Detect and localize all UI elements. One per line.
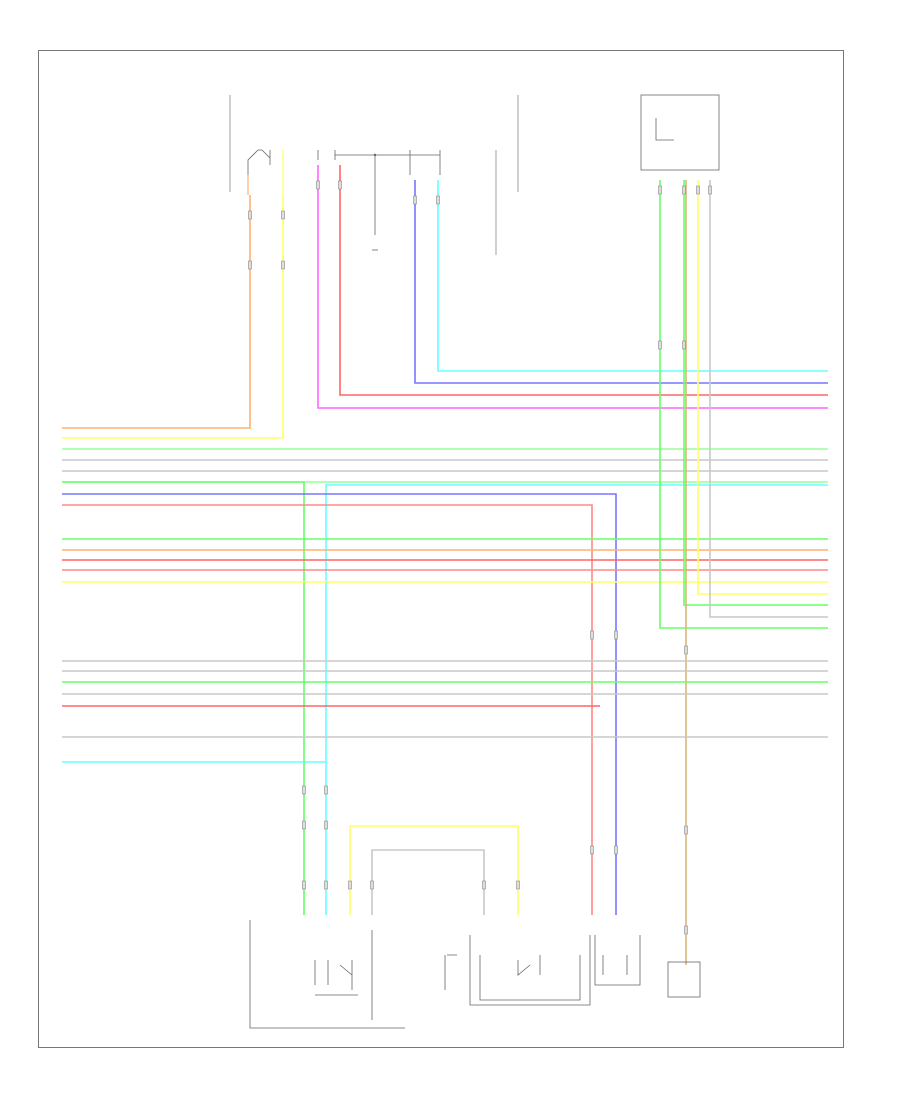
wire-connector-21 bbox=[590, 845, 594, 855]
wire-grey-right bbox=[709, 180, 828, 618]
wire-connector-27 bbox=[324, 820, 328, 830]
wire-connector-18 bbox=[348, 880, 352, 890]
wire-grey-bottom bbox=[371, 849, 485, 915]
wire-pink-mid-drop bbox=[62, 504, 593, 915]
wire-connector-2 bbox=[281, 210, 285, 220]
wire-yellow-top bbox=[62, 195, 284, 439]
wire-blue-top bbox=[414, 180, 828, 384]
wire-connector-14 bbox=[302, 785, 306, 795]
wire-connector-8 bbox=[658, 185, 662, 195]
bottom-center-module-box bbox=[469, 935, 591, 1006]
wire-green-right-1 bbox=[659, 180, 828, 629]
bottom-left-switch-icon bbox=[314, 930, 373, 1020]
top-right-module-box bbox=[640, 94, 720, 171]
wire-connector-20 bbox=[614, 630, 618, 640]
bottom-center-right-connector bbox=[594, 935, 641, 986]
wire-connector-17 bbox=[324, 880, 328, 890]
wire-connector-23 bbox=[684, 645, 688, 655]
wire-yellow-right bbox=[697, 180, 828, 595]
diagram-frame bbox=[38, 50, 844, 1048]
wire-connector-30 bbox=[516, 880, 520, 890]
wire-connector-9 bbox=[682, 185, 686, 195]
top-left-switch-icon bbox=[247, 149, 284, 195]
wire-green-right-2 bbox=[683, 180, 828, 606]
top-right-module-inner bbox=[655, 118, 674, 141]
wire-connector-6 bbox=[413, 195, 417, 205]
wire-connector-15 bbox=[324, 785, 328, 795]
wire-connector-0 bbox=[248, 210, 252, 220]
wire-connector-26 bbox=[302, 820, 306, 830]
wire-yellow-bottom bbox=[349, 825, 519, 915]
wire-connector-16 bbox=[302, 880, 306, 890]
wire-connector-22 bbox=[614, 845, 618, 855]
wire-connector-3 bbox=[281, 260, 285, 270]
wire-connector-7 bbox=[436, 195, 440, 205]
wire-connector-25 bbox=[684, 925, 688, 935]
wire-connector-1 bbox=[248, 260, 252, 270]
wire-cyan-top bbox=[437, 180, 828, 372]
wire-connector-28 bbox=[370, 880, 374, 890]
bottom-left-module-box bbox=[249, 920, 405, 1029]
bottom-center-switch-icon bbox=[444, 954, 541, 990]
top-center-connector bbox=[317, 150, 441, 251]
wire-group bbox=[62, 165, 828, 965]
wire-connector-11 bbox=[708, 185, 712, 195]
wire-magenta-top bbox=[317, 165, 828, 409]
wire-orange-top bbox=[62, 195, 251, 429]
wire-connector-5 bbox=[338, 180, 342, 190]
wire-connector-10 bbox=[696, 185, 700, 195]
wire-connector-19 bbox=[590, 630, 594, 640]
wire-connector-13 bbox=[682, 340, 686, 350]
wire-connector-24 bbox=[684, 825, 688, 835]
wire-blue-mid-drop bbox=[62, 493, 617, 915]
bottom-right-module-box bbox=[667, 961, 701, 998]
bottom-center-module-inner bbox=[479, 955, 581, 1001]
wire-connector-29 bbox=[482, 880, 486, 890]
wire-connector-12 bbox=[658, 340, 662, 350]
wire-red-top bbox=[339, 165, 828, 396]
wire-connector-4 bbox=[316, 180, 320, 190]
wire-green-left-drop bbox=[62, 481, 305, 915]
